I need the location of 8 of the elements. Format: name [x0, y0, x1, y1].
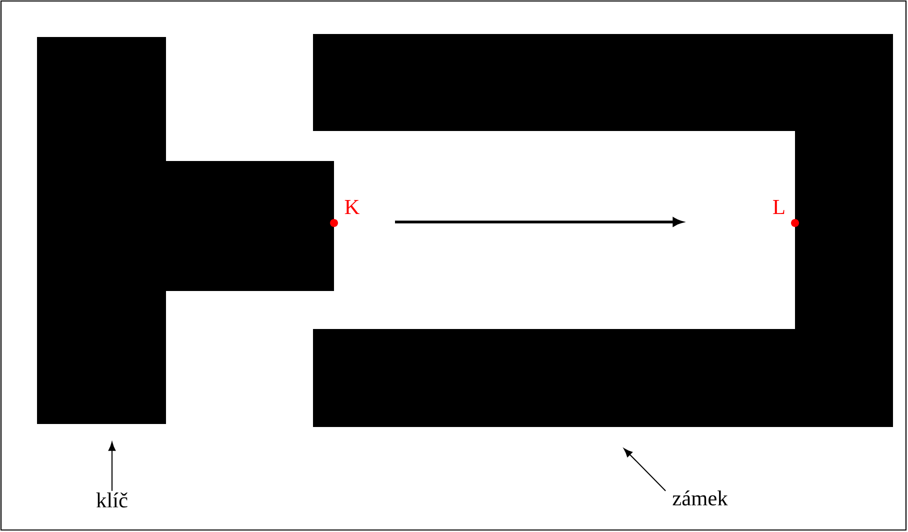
point-label: L — [773, 200, 799, 227]
lock-shape — [313, 34, 893, 427]
leader-line — [624, 448, 666, 492]
point-label: K — [330, 200, 360, 227]
leader-line — [108, 442, 116, 491]
caption-text: zámek — [672, 490, 728, 506]
caption-text: klíč — [96, 492, 128, 508]
key-shape — [37, 37, 334, 424]
